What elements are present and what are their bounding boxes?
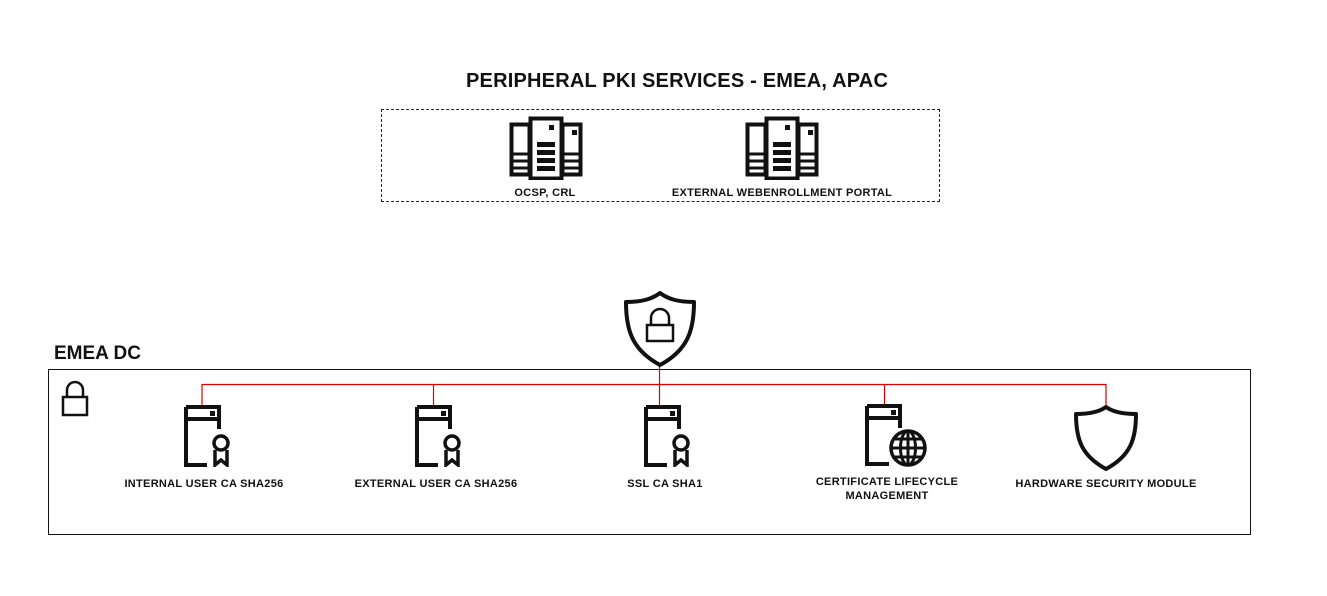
certificate-server-icon[interactable]	[643, 405, 695, 467]
globe-server-icon[interactable]	[863, 404, 931, 468]
shield-icon[interactable]	[1072, 404, 1140, 472]
node-label-ocsp-crl: OCSP, CRL	[514, 187, 576, 199]
node-label-internal-user-ca: INTERNAL USER CA SHA256	[124, 478, 284, 490]
node-label-webenrollment: EXTERNAL WEBENROLLMENT PORTAL	[671, 187, 893, 199]
peripheral-title: PERIPHERAL PKI SERVICES - EMEA, APAC	[466, 70, 889, 92]
node-label-clm-line2: MANAGEMENT	[845, 490, 929, 502]
datacenter-title: EMEA DC	[54, 343, 141, 364]
lock-icon	[61, 380, 89, 417]
node-label-hsm: HARDWARE SECURITY MODULE	[1015, 478, 1197, 490]
certificate-server-icon[interactable]	[183, 405, 235, 467]
node-label-clm: CERTIFICATE LIFECYCLE MANAGEMENT	[787, 475, 987, 503]
server-cluster-icon[interactable]	[745, 116, 819, 180]
node-label-clm-line1: CERTIFICATE LIFECYCLE	[815, 476, 959, 488]
node-label-external-user-ca: EXTERNAL USER CA SHA256	[354, 478, 518, 490]
datacenter-group	[48, 369, 1251, 535]
peripheral-services-group	[381, 109, 940, 202]
server-cluster-icon[interactable]	[509, 116, 583, 180]
shield-lock-icon[interactable]	[622, 290, 698, 368]
node-label-ssl-ca: SSL CA SHA1	[627, 478, 703, 490]
certificate-server-icon[interactable]	[414, 405, 466, 467]
